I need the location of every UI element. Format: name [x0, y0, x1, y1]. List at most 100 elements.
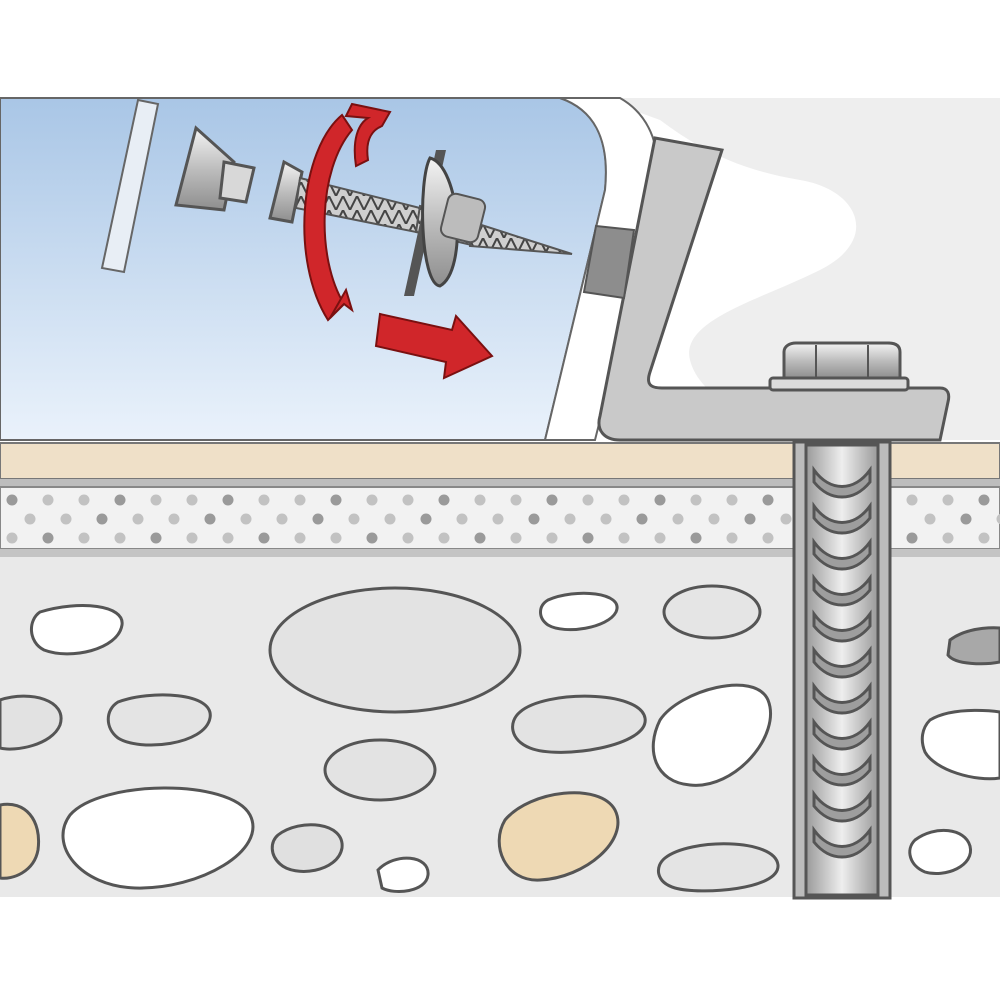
- insulation-dot: [636, 513, 648, 525]
- anchor-rib: [812, 717, 872, 751]
- anchor-rib: [812, 789, 872, 823]
- anchor-rib: [812, 609, 872, 643]
- insulation-dot: [6, 532, 18, 544]
- insulation-dot: [492, 513, 504, 525]
- insulation-dot: [186, 494, 198, 506]
- insulation-dot: [672, 513, 684, 525]
- insulation-dot: [996, 513, 1000, 525]
- anchor-rib: [812, 501, 872, 535]
- insulation-dot: [906, 532, 918, 544]
- aggregate-stones: [0, 584, 1000, 893]
- insulation-dot: [474, 494, 486, 506]
- insulation-dot: [150, 532, 162, 544]
- insulation-dot: [258, 532, 270, 544]
- insulation-dot: [366, 494, 378, 506]
- insulation-dot: [582, 494, 594, 506]
- threaded-screw: [268, 150, 573, 296]
- insulation-dot: [762, 532, 774, 544]
- anchor-rib: [812, 573, 872, 607]
- anchor-rib: [812, 537, 872, 571]
- insulation-dot: [762, 494, 774, 506]
- insulation-dot: [510, 532, 522, 544]
- insulation-dot: [906, 494, 918, 506]
- insulation-dot: [582, 532, 594, 544]
- insulation-dot: [150, 494, 162, 506]
- insulation-dot: [42, 532, 54, 544]
- insulation-dot: [546, 494, 558, 506]
- anchor-rib: [812, 825, 872, 859]
- insulation-dot: [42, 494, 54, 506]
- insulation-dot: [564, 513, 576, 525]
- insulation-dot: [726, 532, 738, 544]
- insulation-dot: [294, 532, 306, 544]
- insulation-dot: [726, 494, 738, 506]
- insulation-dot: [924, 513, 936, 525]
- insulation-dot: [330, 494, 342, 506]
- insulation-dot: [744, 513, 756, 525]
- insulation-dot: [276, 513, 288, 525]
- insulation-dot: [618, 532, 630, 544]
- insulation-dot: [186, 532, 198, 544]
- insulation-dot: [654, 494, 666, 506]
- insulation-dot: [708, 513, 720, 525]
- insulation-dot: [222, 532, 234, 544]
- insulation-dot: [294, 494, 306, 506]
- layer-divider: [0, 549, 1000, 557]
- anchor-plug: [804, 443, 880, 897]
- insulation-dots: [6, 494, 1000, 544]
- insulation-dot: [96, 513, 108, 525]
- insulation-dot: [780, 513, 792, 525]
- insulation-dot: [204, 513, 216, 525]
- insulation-dot: [654, 532, 666, 544]
- insulation-dot: [528, 513, 540, 525]
- insulation-dot: [222, 494, 234, 506]
- anchor-rib: [812, 681, 872, 715]
- insulation-dot: [114, 532, 126, 544]
- insulation-dot: [510, 494, 522, 506]
- insulation-dot: [942, 532, 954, 544]
- insulation-dot: [420, 513, 432, 525]
- insulation-dot: [978, 532, 990, 544]
- spacer-strip: [100, 98, 160, 274]
- anchor-rib: [812, 753, 872, 787]
- anchor-rib: [812, 645, 872, 679]
- angle-bracket: [597, 136, 951, 442]
- insulation-dot: [618, 494, 630, 506]
- screed-divider: [0, 479, 1000, 487]
- insulation-dot: [78, 494, 90, 506]
- insulation-dot: [690, 494, 702, 506]
- insulation-dot: [24, 513, 36, 525]
- panel-area: [0, 97, 607, 441]
- anchor-rib: [812, 465, 872, 499]
- rotate-arrow-icon: [303, 102, 392, 322]
- insulation-dot: [942, 494, 954, 506]
- insulation-dot: [474, 532, 486, 544]
- insulation-dot: [6, 494, 18, 506]
- bolt-hex-head: [782, 341, 902, 380]
- insulation-dot: [78, 532, 90, 544]
- insulation-dot: [348, 513, 360, 525]
- insulation-dot: [402, 494, 414, 506]
- insulation-dot: [168, 513, 180, 525]
- push-arrow-icon: [374, 312, 494, 380]
- insulation-dot: [546, 532, 558, 544]
- insulation-dot: [960, 513, 972, 525]
- insulation-dot: [132, 513, 144, 525]
- insulation-dot: [438, 532, 450, 544]
- insulation-dot: [240, 513, 252, 525]
- insulation-dot: [330, 532, 342, 544]
- insulation-dot: [438, 494, 450, 506]
- insulation-dot: [366, 532, 378, 544]
- insulation-dot: [258, 494, 270, 506]
- insulation-dot: [114, 494, 126, 506]
- insulation-dot: [978, 494, 990, 506]
- insulation-dot: [456, 513, 468, 525]
- countersunk-screw: [174, 125, 256, 212]
- bolt-washer: [768, 376, 910, 392]
- insulation-dot: [690, 532, 702, 544]
- insulation-dot: [312, 513, 324, 525]
- insulation-dot: [384, 513, 396, 525]
- rubber-pad: [582, 224, 636, 300]
- insulation-dot: [60, 513, 72, 525]
